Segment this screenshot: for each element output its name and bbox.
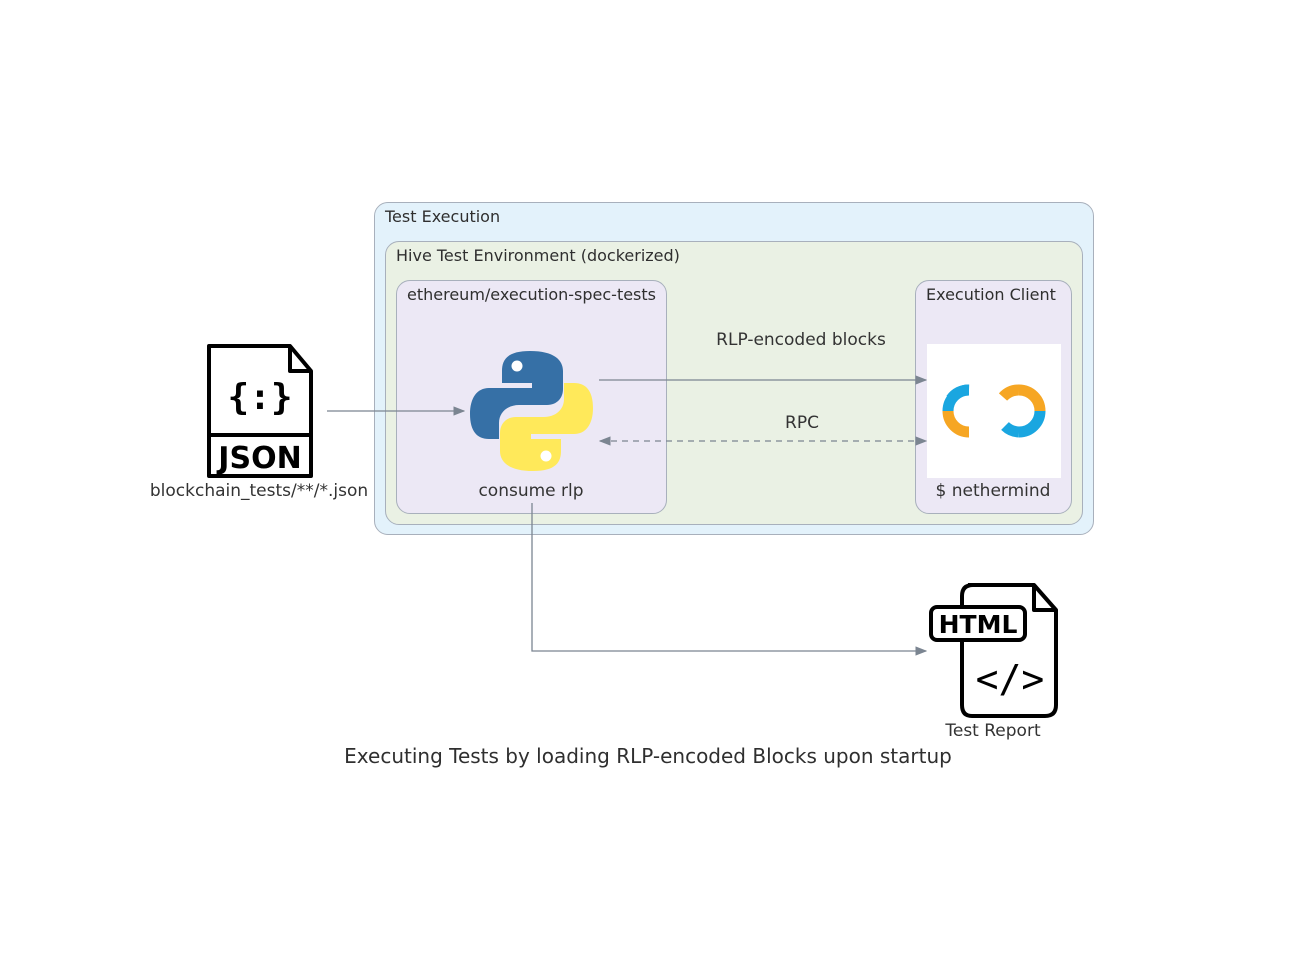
html-file-icon: HTML </> [928, 582, 1060, 719]
consume-label: consume rlp [478, 481, 584, 501]
svg-text:{:}: {:} [227, 377, 292, 418]
nethermind-logo-icon [927, 344, 1061, 478]
json-file-icon: {:} JSON [205, 343, 315, 479]
html-icon-text: HTML [939, 610, 1018, 639]
cluster-execution-client-label: Execution Client [926, 285, 1056, 304]
python-logo-icon [469, 349, 594, 473]
cluster-eest-label: ethereum/execution-spec-tests [407, 285, 656, 304]
diagram-title: Executing Tests by loading RLP-encoded B… [344, 744, 952, 768]
edge-consume-to-report [531, 503, 928, 656]
json-icon-text: JSON [216, 441, 301, 476]
client-label: $ nethermind [935, 481, 1051, 501]
svg-text:</>: </> [976, 657, 1045, 701]
edge-label-rlp-blocks: RLP-encoded blocks [716, 330, 886, 350]
cluster-test-execution-label: Test Execution [385, 207, 501, 226]
edge-label-rpc: RPC [785, 413, 819, 433]
cluster-hive-label: Hive Test Environment (dockerized) [396, 246, 680, 265]
fixtures-label: blockchain_tests/**/*.json [149, 481, 369, 501]
report-label: Test Report [945, 721, 1041, 741]
